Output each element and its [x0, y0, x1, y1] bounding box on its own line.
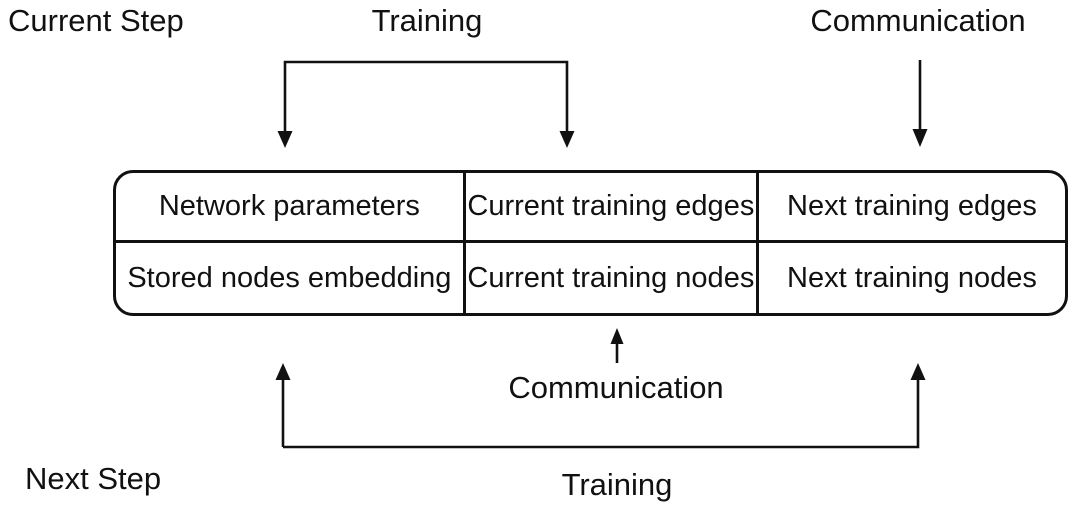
arrowhead-up-left	[275, 363, 291, 380]
arrowhead-down-right	[559, 131, 575, 148]
communication-top-label: Communication	[810, 3, 1026, 38]
cell-current-training-edges: Current training edges	[465, 173, 759, 243]
arrowheads	[275, 129, 928, 380]
training-top-bracket-arrows	[281, 60, 922, 449]
cell-next-training-nodes: Next training nodes	[787, 261, 1037, 294]
training-top-label: Training	[371, 3, 483, 38]
arrowhead-up-right	[910, 363, 926, 380]
arrowhead-down-left	[277, 131, 293, 148]
cell-current-training-nodes: Current training nodes	[466, 243, 759, 313]
arrowhead-down-communication	[912, 129, 928, 147]
current-step-label: Current Step	[8, 3, 184, 38]
cell-stored-nodes-embedding: Stored nodes embedding	[116, 243, 466, 313]
next-step-label: Next Step	[25, 461, 162, 496]
cell-next-training-edges: Next training edges	[758, 173, 1065, 243]
state-table: Network parameters Current training edge…	[113, 170, 1068, 316]
communication-bottom-label: Communication	[508, 370, 724, 405]
training-bottom-label: Training	[561, 467, 673, 502]
cell-network-parameters: Network parameters	[116, 173, 466, 243]
arrowhead-up-communication	[610, 328, 624, 344]
